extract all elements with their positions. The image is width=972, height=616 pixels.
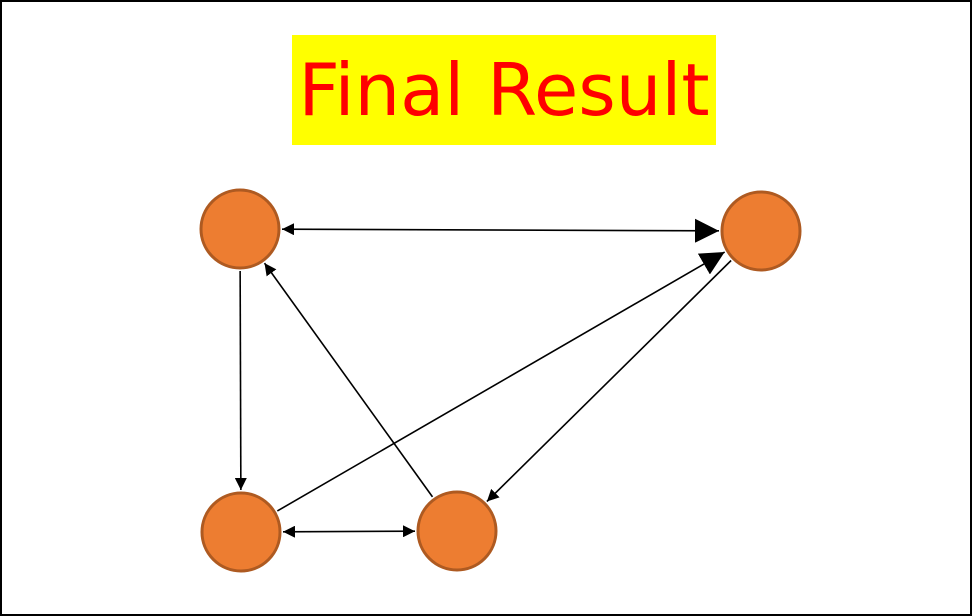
edge-bottom-middle-to-top-left: [263, 262, 434, 498]
title-banner: Final Result: [292, 35, 716, 145]
nodes-group: [199, 188, 802, 573]
edge-top-left-to-top-right: [281, 218, 720, 243]
edge-top-right-to-bottom-middle: [486, 259, 732, 503]
node-bottom-middle: [416, 490, 498, 572]
edges-group: [234, 218, 732, 538]
node-top-right: [720, 190, 802, 272]
node-top-left: [199, 188, 281, 270]
node-bottom-left: [200, 491, 282, 573]
edge-bottom-left-to-bottom-middle: [282, 525, 416, 538]
title-text: Final Result: [298, 48, 710, 132]
edge-bottom-left-to-top-right: [276, 251, 726, 512]
edge-top-left-to-bottom-left: [234, 270, 247, 491]
